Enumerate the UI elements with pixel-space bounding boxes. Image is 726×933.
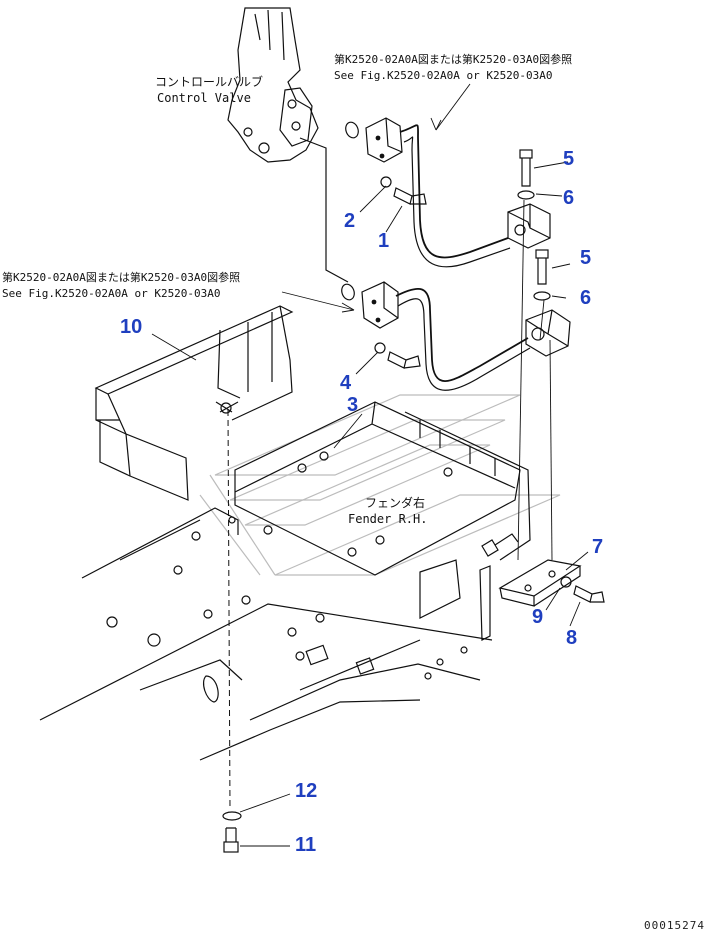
flange-upper [365,117,403,163]
callout-8: 8 [566,627,578,649]
callout-7: 7 [592,536,604,558]
callout-12: 12 [295,780,318,802]
fender-rh [234,401,531,576]
bolt-5-lower [535,249,549,285]
tube-clamp-upper [507,203,551,249]
bolt-3 [387,351,421,369]
callout-11: 11 [295,834,317,856]
hose-valve-to-flange [299,137,349,283]
bolt-1 [393,187,427,205]
bolt-axis-line [227,409,231,811]
callout-6-upper: 6 [563,187,575,209]
bracket-7 [498,559,582,607]
reference-note-top-en: See Fig.K2520-02A0A or K2520-03A0 [334,69,553,82]
bolt-5-upper [519,149,533,187]
tube-lower [395,287,529,382]
washer-4 [374,342,386,354]
callout-9: 9 [532,606,544,628]
control-valve-label-jp: コントロールバルブ [155,75,264,89]
callout-1: 1 [378,230,390,252]
callout-2: 2 [344,210,356,232]
cover-10 [94,305,294,501]
callout-5-lower: 5 [580,247,592,269]
control-valve [227,7,319,163]
washer-6-lower [533,291,551,301]
leader-lines [151,83,589,847]
reference-note-mid-jp: 第K2520-02A0A図または第K2520-03A0図参照 [2,271,241,284]
flange-lower [361,281,399,329]
fitting-near-fender [481,533,519,557]
bolt-8 [573,585,605,603]
tube-upper [399,124,509,259]
document-id: 00015274 [644,919,705,932]
washer-9 [560,576,572,588]
callout-10: 10 [120,316,143,338]
watermark-logo [199,394,561,576]
control-valve-label-en: Control Valve [157,91,251,105]
tube-clamp-lower [525,309,571,357]
o-ring-lower [341,283,355,301]
callout-6-lower: 6 [580,287,592,309]
fender-label-en: Fender R.H. [348,512,428,526]
o-ring-upper [345,121,359,139]
callout-5-upper: 5 [563,148,575,170]
bolt-11 [223,827,239,853]
callout-3: 3 [347,394,359,416]
frame-plate [39,507,493,761]
washer-6-upper [517,190,535,200]
washer-2 [380,176,392,188]
reference-note-top-jp: 第K2520-02A0A図または第K2520-03A0図参照 [334,53,573,66]
washer-12 [222,811,242,821]
callout-4: 4 [340,372,352,394]
reference-note-mid-en: See Fig.K2520-02A0A or K2520-03A0 [2,287,221,300]
fender-label-jp: フェンダ右 [365,496,426,510]
